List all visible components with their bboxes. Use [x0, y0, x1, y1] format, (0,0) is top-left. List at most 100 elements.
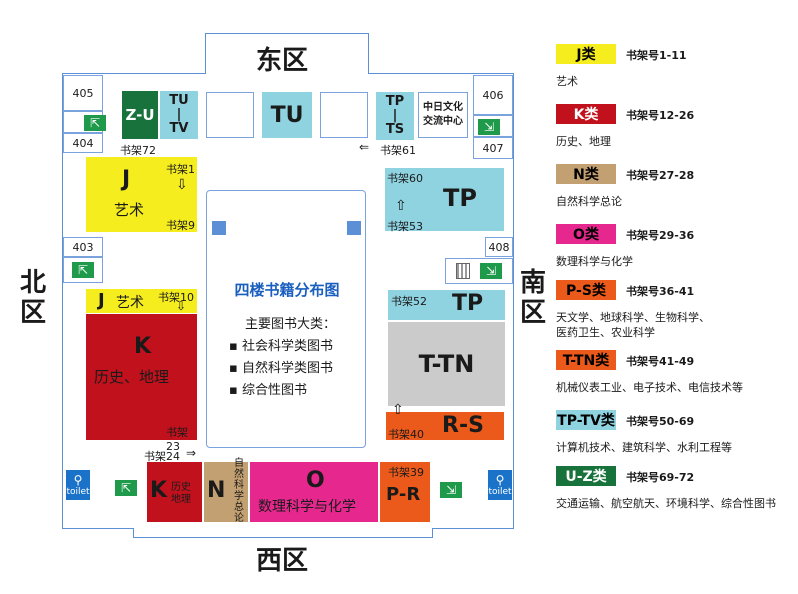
center-item-2-text: 自然科学类图书: [241, 361, 333, 376]
room-408[interactable]: 408: [485, 237, 513, 257]
center-title: 四楼书籍分布图: [234, 281, 340, 299]
block-j-small-name: 艺术: [116, 295, 144, 311]
toilet-icon: ⚲toilet: [488, 470, 512, 500]
block-k-small[interactable]: K 历史 地理: [147, 462, 202, 522]
shelf-40-label: 书架40: [388, 428, 424, 441]
zone-west-label: 西区: [256, 546, 309, 576]
legend-desc: 历史、地理: [556, 135, 611, 148]
legend-swatch: U-Z类: [556, 466, 616, 486]
zone-east-label: 东区: [256, 46, 309, 76]
emergency-exit-icon: ⇱: [72, 262, 94, 278]
legend-shelves: 书架号69-72: [626, 471, 695, 484]
block-p-r-code: P-R: [386, 484, 421, 505]
legend-swatch: K类: [556, 104, 616, 124]
block-tu[interactable]: TU: [262, 92, 312, 138]
legend-shelves: 书架号29-36: [626, 229, 695, 242]
stairs-icon: [456, 263, 470, 279]
room-empty-2: [320, 92, 368, 138]
zone-south-label: 南 区: [520, 268, 547, 328]
legend-desc: 自然科学总论: [556, 195, 622, 208]
legend-swatch: O类: [556, 224, 616, 244]
block-t-tn[interactable]: T-TN: [388, 322, 505, 406]
block-o-name: 数理科学与化学: [258, 499, 356, 515]
block-tp-ts[interactable]: TP | TS: [376, 92, 414, 140]
block-j-code: J: [122, 167, 131, 192]
shelf-53-label: 书架53: [387, 220, 423, 233]
block-o-code: O: [306, 468, 325, 493]
legend-desc: 数理科学与化学: [556, 255, 633, 268]
legend-shelves: 书架号1-11: [626, 49, 687, 62]
arrow-down-icon: ⇩: [176, 299, 187, 313]
block-k-history[interactable]: K 历史、地理 书架23: [86, 314, 197, 453]
legend-desc: 交通运输、航空航天、环境科学、综合性图书: [556, 497, 776, 510]
shelf-39-label: 书架39: [388, 466, 424, 479]
center-item-3: ▪ 综合性图书: [229, 383, 307, 398]
arrow-up-icon: ⇧: [395, 198, 407, 214]
shelf-1-label: 书架1: [166, 163, 195, 176]
culture-center[interactable]: 中日文化交流中心: [418, 92, 468, 138]
shelf-60-label: 书架60: [387, 172, 423, 185]
emergency-exit-icon: ⇲: [440, 482, 462, 498]
east-protrusion: [205, 33, 369, 74]
block-n-code: N: [207, 478, 226, 503]
legend-desc: 天文学、地球科学、生物科学、 医药卫生、农业科学: [556, 311, 710, 339]
block-tp-mid-code: TP: [452, 291, 484, 316]
toilet-icon: ⚲toilet: [66, 470, 90, 500]
room-empty-1: [206, 92, 254, 138]
toilet-label: toilet: [488, 487, 512, 497]
room-405[interactable]: 405: [63, 75, 103, 111]
shelf-9-label: 书架9: [166, 219, 195, 232]
center-item-3-text: 综合性图书: [241, 383, 307, 398]
room-406[interactable]: 406: [473, 75, 513, 115]
west-protrusion: [133, 528, 433, 538]
emergency-exit-icon: ⇲: [480, 263, 502, 279]
shelf-61-label: 书架61: [380, 144, 416, 157]
room-404[interactable]: 404: [63, 133, 103, 153]
legend-shelves: 书架号50-69: [626, 415, 695, 428]
legend-swatch: T-TN类: [556, 350, 616, 370]
shelf-52-label: 书架52: [391, 295, 427, 308]
shelf-72-label: 书架72: [120, 144, 156, 157]
block-tp-top[interactable]: 书架60 ⇧ 书架53 TP: [385, 168, 504, 233]
toilet-label: toilet: [66, 487, 90, 497]
arrow-up-icon: ⇧: [392, 402, 404, 418]
block-n[interactable]: N 自然科学总论: [204, 458, 248, 524]
block-r-s[interactable]: ⇧ 书架40 R-S: [386, 402, 504, 441]
block-p-r[interactable]: 书架39 P-R: [380, 462, 430, 522]
arrow-down-icon: ⇩: [176, 177, 188, 193]
shelf-23-label: 书架23: [166, 426, 188, 453]
emergency-exit-icon: ⇱: [115, 480, 137, 496]
block-k-small-name: 历史 地理: [171, 482, 191, 505]
block-j-art-small[interactable]: J 艺术 书架10 ⇩: [86, 289, 197, 313]
block-tu-tv[interactable]: TU | TV: [160, 91, 198, 139]
legend-desc: 艺术: [556, 75, 578, 88]
block-r-s-code: R-S: [442, 413, 484, 438]
legend-swatch: P-S类: [556, 280, 616, 300]
block-z-u[interactable]: Z-U: [122, 91, 158, 139]
room-407[interactable]: 407: [473, 137, 513, 159]
arrow-left-icon: ⇐: [359, 140, 370, 154]
legend-shelves: 书架号27-28: [626, 169, 695, 182]
legend-swatch: J类: [556, 44, 616, 64]
block-tp-code: TP: [443, 184, 477, 212]
block-k-small-code: K: [150, 478, 168, 503]
block-o[interactable]: O 数理科学与化学: [250, 462, 378, 522]
block-j-art-top[interactable]: J 艺术 书架1 ⇩ 书架9: [86, 157, 197, 232]
legend-shelves: 书架号41-49: [626, 355, 695, 368]
legend-swatch: TP-TV类: [556, 410, 616, 430]
center-subtitle: 主要图书大类：: [245, 317, 337, 332]
center-corner-icon: [347, 221, 361, 235]
emergency-exit-icon: ⇱: [84, 115, 106, 131]
legend-shelves: 书架号36-41: [626, 285, 695, 298]
room-403[interactable]: 403: [63, 237, 103, 257]
block-k-code: K: [134, 334, 152, 359]
emergency-exit-icon: ⇲: [478, 119, 500, 135]
arrow-right-icon: ⇒: [186, 446, 197, 460]
legend-swatch: N类: [556, 164, 616, 184]
legend-shelves: 书架号12-26: [626, 109, 695, 122]
shelf-24-label: 书架24: [144, 450, 180, 463]
center-item-2: ▪ 自然科学类图书: [229, 361, 333, 376]
block-tp-mid[interactable]: 书架52 TP: [388, 290, 505, 320]
block-k-name: 历史、地理: [94, 368, 170, 386]
block-n-name: 自然科学总论: [234, 458, 244, 524]
